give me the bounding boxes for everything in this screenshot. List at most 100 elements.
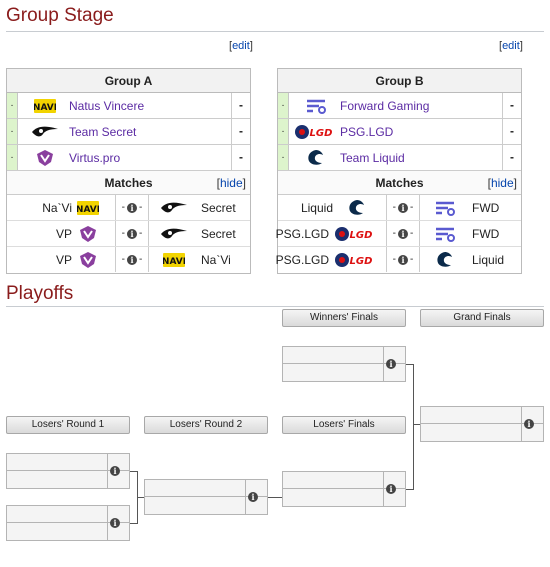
bracket-slot [283,347,383,364]
group-a-title: Group A [7,69,250,93]
qualify-mark: . [278,93,289,118]
bracket-connector [406,489,413,490]
liquid-logo-icon [428,250,462,270]
match-row: PSG.LGD LGD -i- FWD [275,221,521,247]
match-left-team: VP [55,227,72,241]
edit-link-group-b[interactable]: edit [502,40,520,52]
group-a-table: Group A . NAVI Natus Vincere - . Team Se… [6,68,251,274]
svg-text:LGD: LGD [310,128,333,139]
info-icon[interactable]: i [524,419,534,429]
info-icon[interactable]: i [110,518,120,528]
bracket-slot [283,489,383,506]
match-row: VP -i- Secret [7,221,250,247]
info-icon[interactable]: i [398,202,408,213]
bracket-connector [406,364,413,365]
bracket-slot [7,454,107,471]
match-score: -i- [386,221,420,246]
vp-logo-icon [73,224,103,244]
match-right-team: Secret [201,227,236,241]
match-score: -i- [115,221,149,246]
matches-label: Matches [104,176,153,190]
group-stage-heading: Group Stage [6,5,114,26]
svg-text:LGD: LGD [350,256,373,267]
match-score: -i- [386,195,420,220]
match-left-team: Liquid [300,201,333,215]
hide-link-group-b[interactable]: hide [490,176,514,190]
match-left-team: Na`Vi [42,201,72,215]
matches-header: Matches [hide] [278,171,521,195]
qualify-mark: . [7,93,18,118]
team-score: - [231,93,250,118]
info-icon[interactable]: i [386,359,396,369]
fwd-logo-icon [428,198,462,218]
qualify-mark: . [278,145,289,170]
team-row: . Team Liquid - [278,145,521,171]
team-row: . NAVI Natus Vincere - [7,93,250,119]
team-link-liquid[interactable]: Team Liquid [340,151,405,165]
info-icon[interactable]: i [398,228,408,239]
bracket-connector [137,497,144,498]
match-score: -i- [115,195,149,220]
svg-text:LGD: LGD [350,230,373,241]
psglgd-logo-icon: LGD [294,122,340,142]
info-icon[interactable]: i [386,484,396,494]
team-link-secret[interactable]: Team Secret [69,125,137,139]
match-score: -i- [115,247,149,272]
info-icon[interactable]: i [127,228,137,239]
fwd-logo-icon [302,96,330,116]
match-right-team: Secret [201,201,236,215]
team-score: - [231,145,250,170]
match-row: Na`Vi NAVI -i- Secret [7,195,250,221]
match-left-team: PSG.LGD [275,253,329,267]
team-link-vp[interactable]: Virtus.pro [69,151,121,165]
psglgd-logo-icon: LGD [334,250,380,270]
bracket-slot [283,472,383,489]
hide-toggle: [hide] [487,176,517,190]
match-score: -i- [386,247,420,272]
bracket-match-losers-finals[interactable]: i [282,471,406,507]
qualify-mark: . [278,119,289,144]
bracket-slot [7,471,107,488]
info-icon[interactable]: i [127,254,137,265]
match-right-team: Na`Vi [201,253,231,267]
team-link-fwd[interactable]: Forward Gaming [340,99,430,113]
team-score: - [231,119,250,144]
heading-divider [6,306,544,307]
bracket-match-grand-finals[interactable]: i [420,406,544,442]
bracket-match-winners-finals[interactable]: i [282,346,406,382]
bracket-match-losers-round-1-a[interactable]: i [6,453,130,489]
vp-logo-icon [31,148,59,168]
fwd-logo-icon [428,224,462,244]
secret-logo-icon [157,198,191,218]
group-a-edit: [edit] [229,40,253,52]
match-right-team: Liquid [472,253,505,267]
qualify-mark: . [7,119,18,144]
round-label-losers-round-1: Losers' Round 1 [6,416,130,434]
hide-link-group-a[interactable]: hide [219,176,243,190]
secret-logo-icon [157,224,191,244]
team-link-psglgd[interactable]: PSG.LGD [340,125,394,139]
round-label-losers-round-2: Losers' Round 2 [144,416,268,434]
psglgd-logo-icon: LGD [334,224,380,244]
bracket-match-losers-round-1-b[interactable]: i [6,505,130,541]
match-left-team: PSG.LGD [275,227,329,241]
team-link-navi[interactable]: Natus Vincere [69,99,145,113]
info-icon[interactable]: i [248,492,258,502]
playoffs-heading: Playoffs [6,283,74,304]
info-icon[interactable]: i [127,202,137,213]
svg-text:NAVI: NAVI [34,103,56,113]
team-score: - [502,119,521,144]
edit-link-group-a[interactable]: edit [232,40,250,52]
matches-label: Matches [375,176,424,190]
bracket-match-losers-round-2[interactable]: i [144,479,268,515]
match-row: VP -i- NAVI Na`Vi [7,247,250,273]
round-label-winners-finals: Winners' Finals [282,309,406,327]
bracket-connector [130,471,137,472]
svg-text:NAVI: NAVI [163,257,185,267]
match-left-team: VP [55,253,72,267]
info-icon[interactable]: i [398,254,408,265]
svg-text:NAVI: NAVI [77,205,99,215]
bracket-slot [145,497,245,514]
info-icon[interactable]: i [110,466,120,476]
liquid-logo-icon [342,198,372,218]
